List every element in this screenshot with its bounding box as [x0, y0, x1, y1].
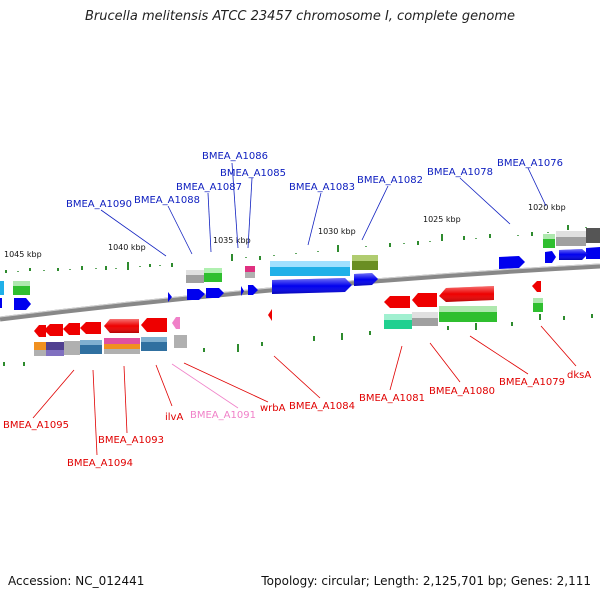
gene-label[interactable]: BMEA_A1078: [427, 167, 493, 178]
gene-label[interactable]: BMEA_A1094: [67, 458, 133, 469]
kbp-label: 1030 kbp: [318, 227, 356, 236]
gene-label[interactable]: BMEA_A1088: [134, 195, 200, 206]
gene-arrow-forward[interactable]: [241, 286, 244, 296]
map-title: Brucella melitensis ATCC 23457 chromosom…: [84, 9, 516, 24]
kbp-label: 1025 kbp: [423, 215, 461, 224]
gene-label[interactable]: BMEA_A1084: [289, 401, 355, 412]
gene-arrow-reverse[interactable]: [34, 325, 46, 337]
gene-label[interactable]: BMEA_A1087: [176, 182, 242, 193]
gene-arrow-reverse[interactable]: [412, 293, 437, 307]
accession-label: Accession: NC_012441: [8, 574, 145, 588]
gene-label[interactable]: BMEA_A1093: [98, 435, 164, 446]
genome-summary-label: Topology: circular; Length: 2,125,701 bp…: [261, 574, 591, 588]
gene-label[interactable]: BMEA_A1082: [357, 175, 423, 186]
kbp-label: 1035 kbp: [213, 236, 251, 245]
gene-arrow-forward[interactable]: [14, 298, 31, 310]
gene-arrow-forward[interactable]: [499, 256, 525, 269]
cog-blocks-bottom: [0, 281, 543, 356]
gene-arrow-reverse[interactable]: [268, 309, 272, 321]
gene-arrow-reverse[interactable]: [63, 323, 80, 335]
gene-label[interactable]: BMEA_A1086: [202, 151, 268, 162]
gene-label[interactable]: BMEA_A1083: [289, 182, 355, 193]
top-dotted-ticks: [17, 227, 587, 272]
gene-arrow-forward[interactable]: [248, 285, 258, 295]
gene-arrow-forward[interactable]: [187, 289, 205, 300]
gene-arrow-forward[interactable]: [168, 292, 172, 302]
top-gc-ticks: [5, 225, 569, 273]
gene-label[interactable]: BMEA_A1076: [497, 158, 563, 169]
kbp-label: 1045 kbp: [4, 250, 42, 259]
kbp-label: 1040 kbp: [108, 243, 146, 252]
bottom-leader-lines: [32, 325, 577, 456]
kbp-label: 1020 kbp: [528, 203, 566, 212]
gene-label[interactable]: wrbA: [260, 403, 286, 414]
rna-leader-line: [171, 363, 239, 409]
gene-label[interactable]: ilvA: [165, 412, 183, 423]
forward-strand-genes: [0, 247, 600, 310]
rna-gene-arrow[interactable]: [172, 317, 180, 329]
cog-blocks-top: [13, 228, 600, 295]
gene-arrow-forward[interactable]: [586, 247, 600, 259]
gene-label[interactable]: BMEA_A1080: [429, 386, 495, 397]
gene-arrow-reverse[interactable]: [44, 324, 63, 336]
gene-arrow-forward[interactable]: [206, 288, 224, 298]
gene-label[interactable]: BMEA_A1090: [66, 199, 132, 210]
gene-label[interactable]: BMEA_A1081: [359, 393, 425, 404]
bottom-gc-ticks: [3, 314, 593, 366]
top-leader-lines: [100, 162, 547, 257]
gene-label[interactable]: BMEA_A1085: [220, 168, 286, 179]
gene-arrow-reverse[interactable]: [80, 322, 101, 334]
gene-arrow-reverse[interactable]: [384, 296, 410, 308]
gene-arrow-reverse[interactable]: [141, 318, 167, 332]
gene-arrow-reverse[interactable]: [532, 281, 541, 292]
gene-label-rna[interactable]: BMEA_A1091: [190, 410, 256, 421]
gene-arrow-forward[interactable]: [545, 251, 556, 263]
gene-label[interactable]: BMEA_A1079: [499, 377, 565, 388]
gene-label[interactable]: BMEA_A1095: [3, 420, 69, 431]
gene-label[interactable]: dksA: [567, 370, 591, 381]
